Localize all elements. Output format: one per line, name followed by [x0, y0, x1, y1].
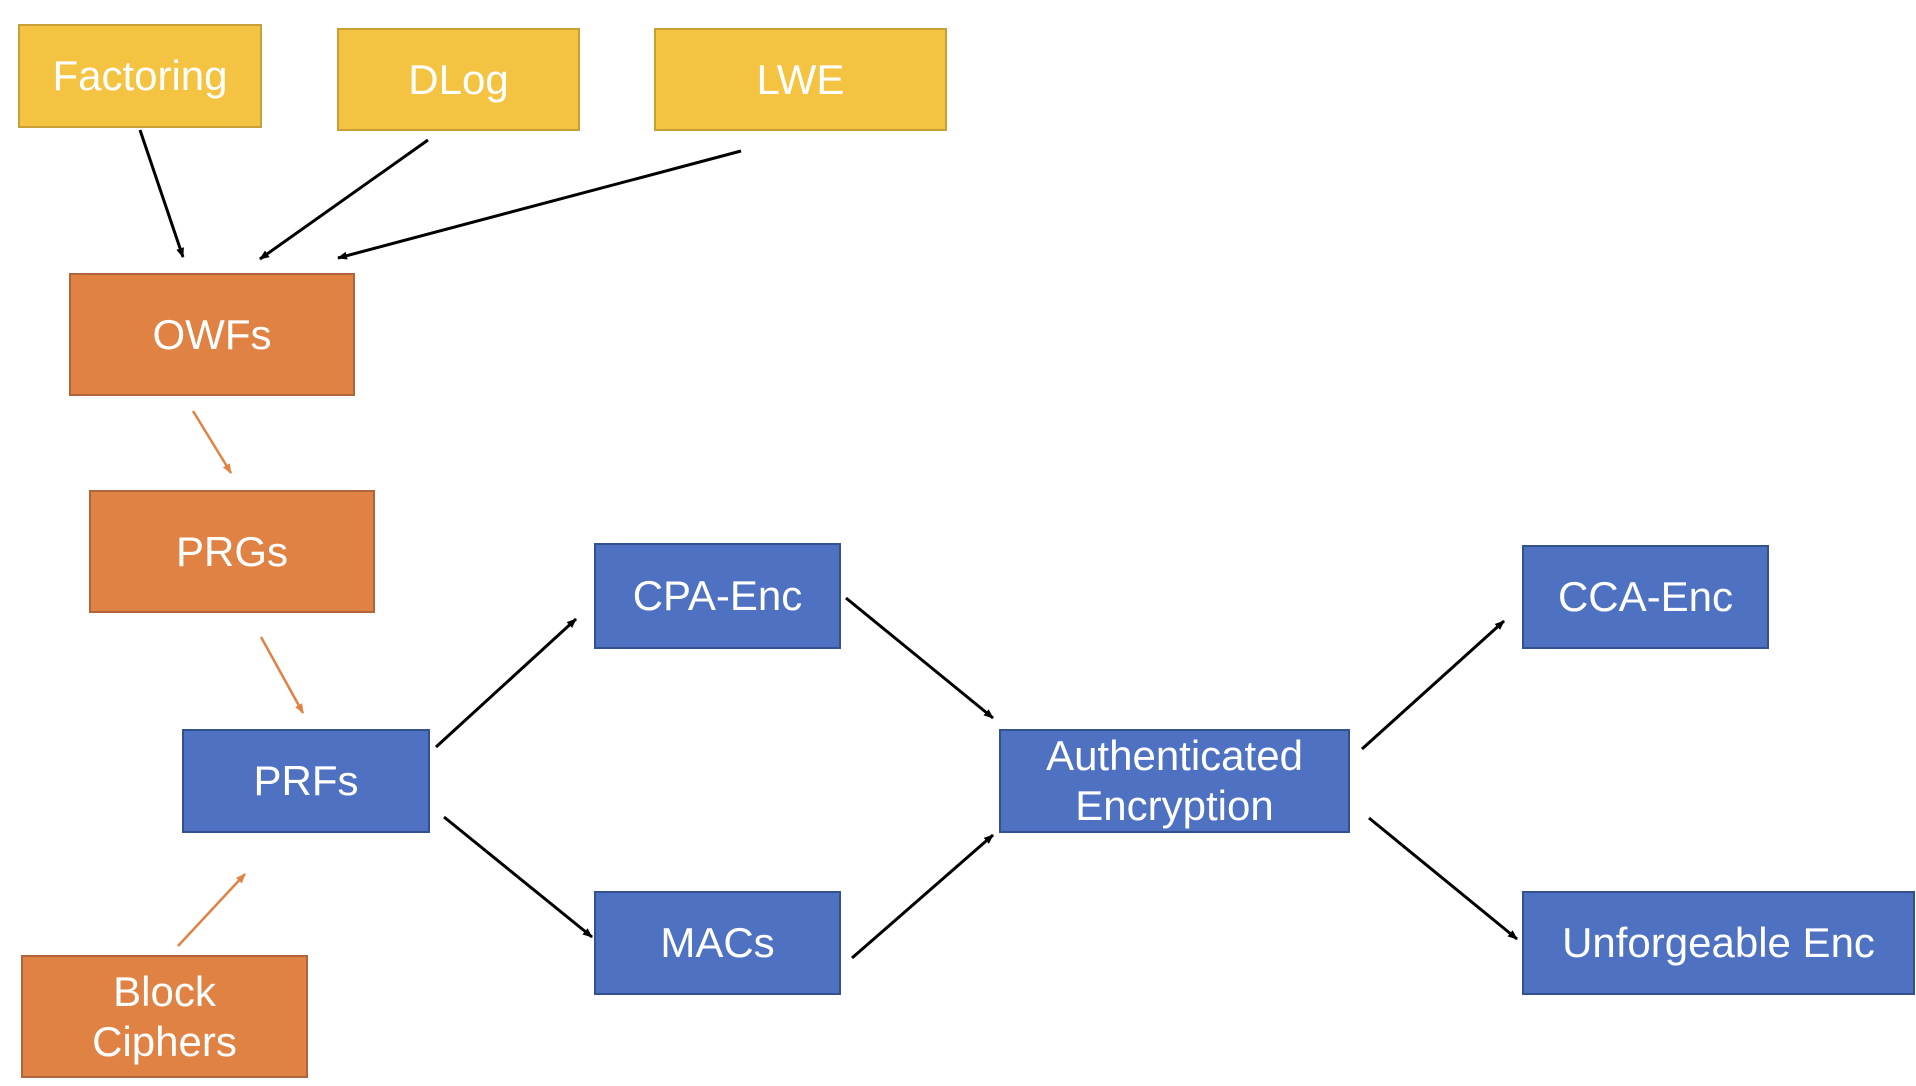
node-block-ciphers: Block Ciphers [21, 955, 308, 1078]
node-prgs-label: PRGs [175, 527, 288, 575]
node-authenticated-encryption-line-2: Encryption [1075, 782, 1274, 829]
node-cpa-enc-label: CPA-Enc [632, 572, 803, 620]
edge-block-ciphers-to-prfs [177, 873, 246, 947]
node-lwe: LWE [654, 28, 947, 131]
node-factoring: Factoring [18, 24, 262, 128]
edge-cpa-enc-to-authenticated-encryption [845, 596, 994, 720]
node-unforgeable-enc-label: Unforgeable Enc [1562, 919, 1875, 967]
node-cca-enc: CCA-Enc [1522, 545, 1769, 649]
edge-authenticated-encryption-to-unforgeable-enc [1368, 816, 1518, 941]
node-cpa-enc: CPA-Enc [594, 543, 841, 649]
edge-prgs-to-prfs [259, 636, 305, 714]
node-prgs: PRGs [89, 490, 375, 613]
edge-prfs-to-cpa-enc [434, 617, 578, 749]
edge-factoring-to-owfs [138, 129, 185, 258]
edge-lwe-to-owfs [337, 149, 742, 260]
edge-dlog-to-owfs [259, 138, 429, 261]
edge-authenticated-encryption-to-cca-enc [1360, 619, 1506, 751]
node-lwe-label: LWE [756, 55, 845, 103]
node-macs-label: MACs [660, 919, 775, 967]
node-prfs-label: PRFs [253, 757, 359, 805]
edge-owfs-to-prgs [191, 410, 233, 474]
node-unforgeable-enc: Unforgeable Enc [1522, 891, 1915, 995]
node-block-ciphers-line-2: Ciphers [92, 1017, 237, 1065]
node-factoring-label: Factoring [52, 52, 228, 100]
node-owfs: OWFs [69, 273, 355, 396]
node-macs: MACs [594, 891, 841, 995]
edge-prfs-to-macs [443, 815, 593, 939]
node-cca-enc-label: CCA-Enc [1557, 573, 1734, 621]
node-authenticated-encryption: Authenticated Encryption [999, 729, 1350, 833]
node-owfs-label: OWFs [152, 310, 272, 358]
edge-macs-to-authenticated-encryption [851, 833, 994, 960]
node-dlog: DLog [337, 28, 580, 131]
node-prfs: PRFs [182, 729, 430, 833]
node-dlog-label: DLog [408, 55, 509, 103]
node-authenticated-encryption-line-1: Authenticated [1046, 732, 1303, 780]
node-block-ciphers-line-1: Block [113, 967, 216, 1015]
